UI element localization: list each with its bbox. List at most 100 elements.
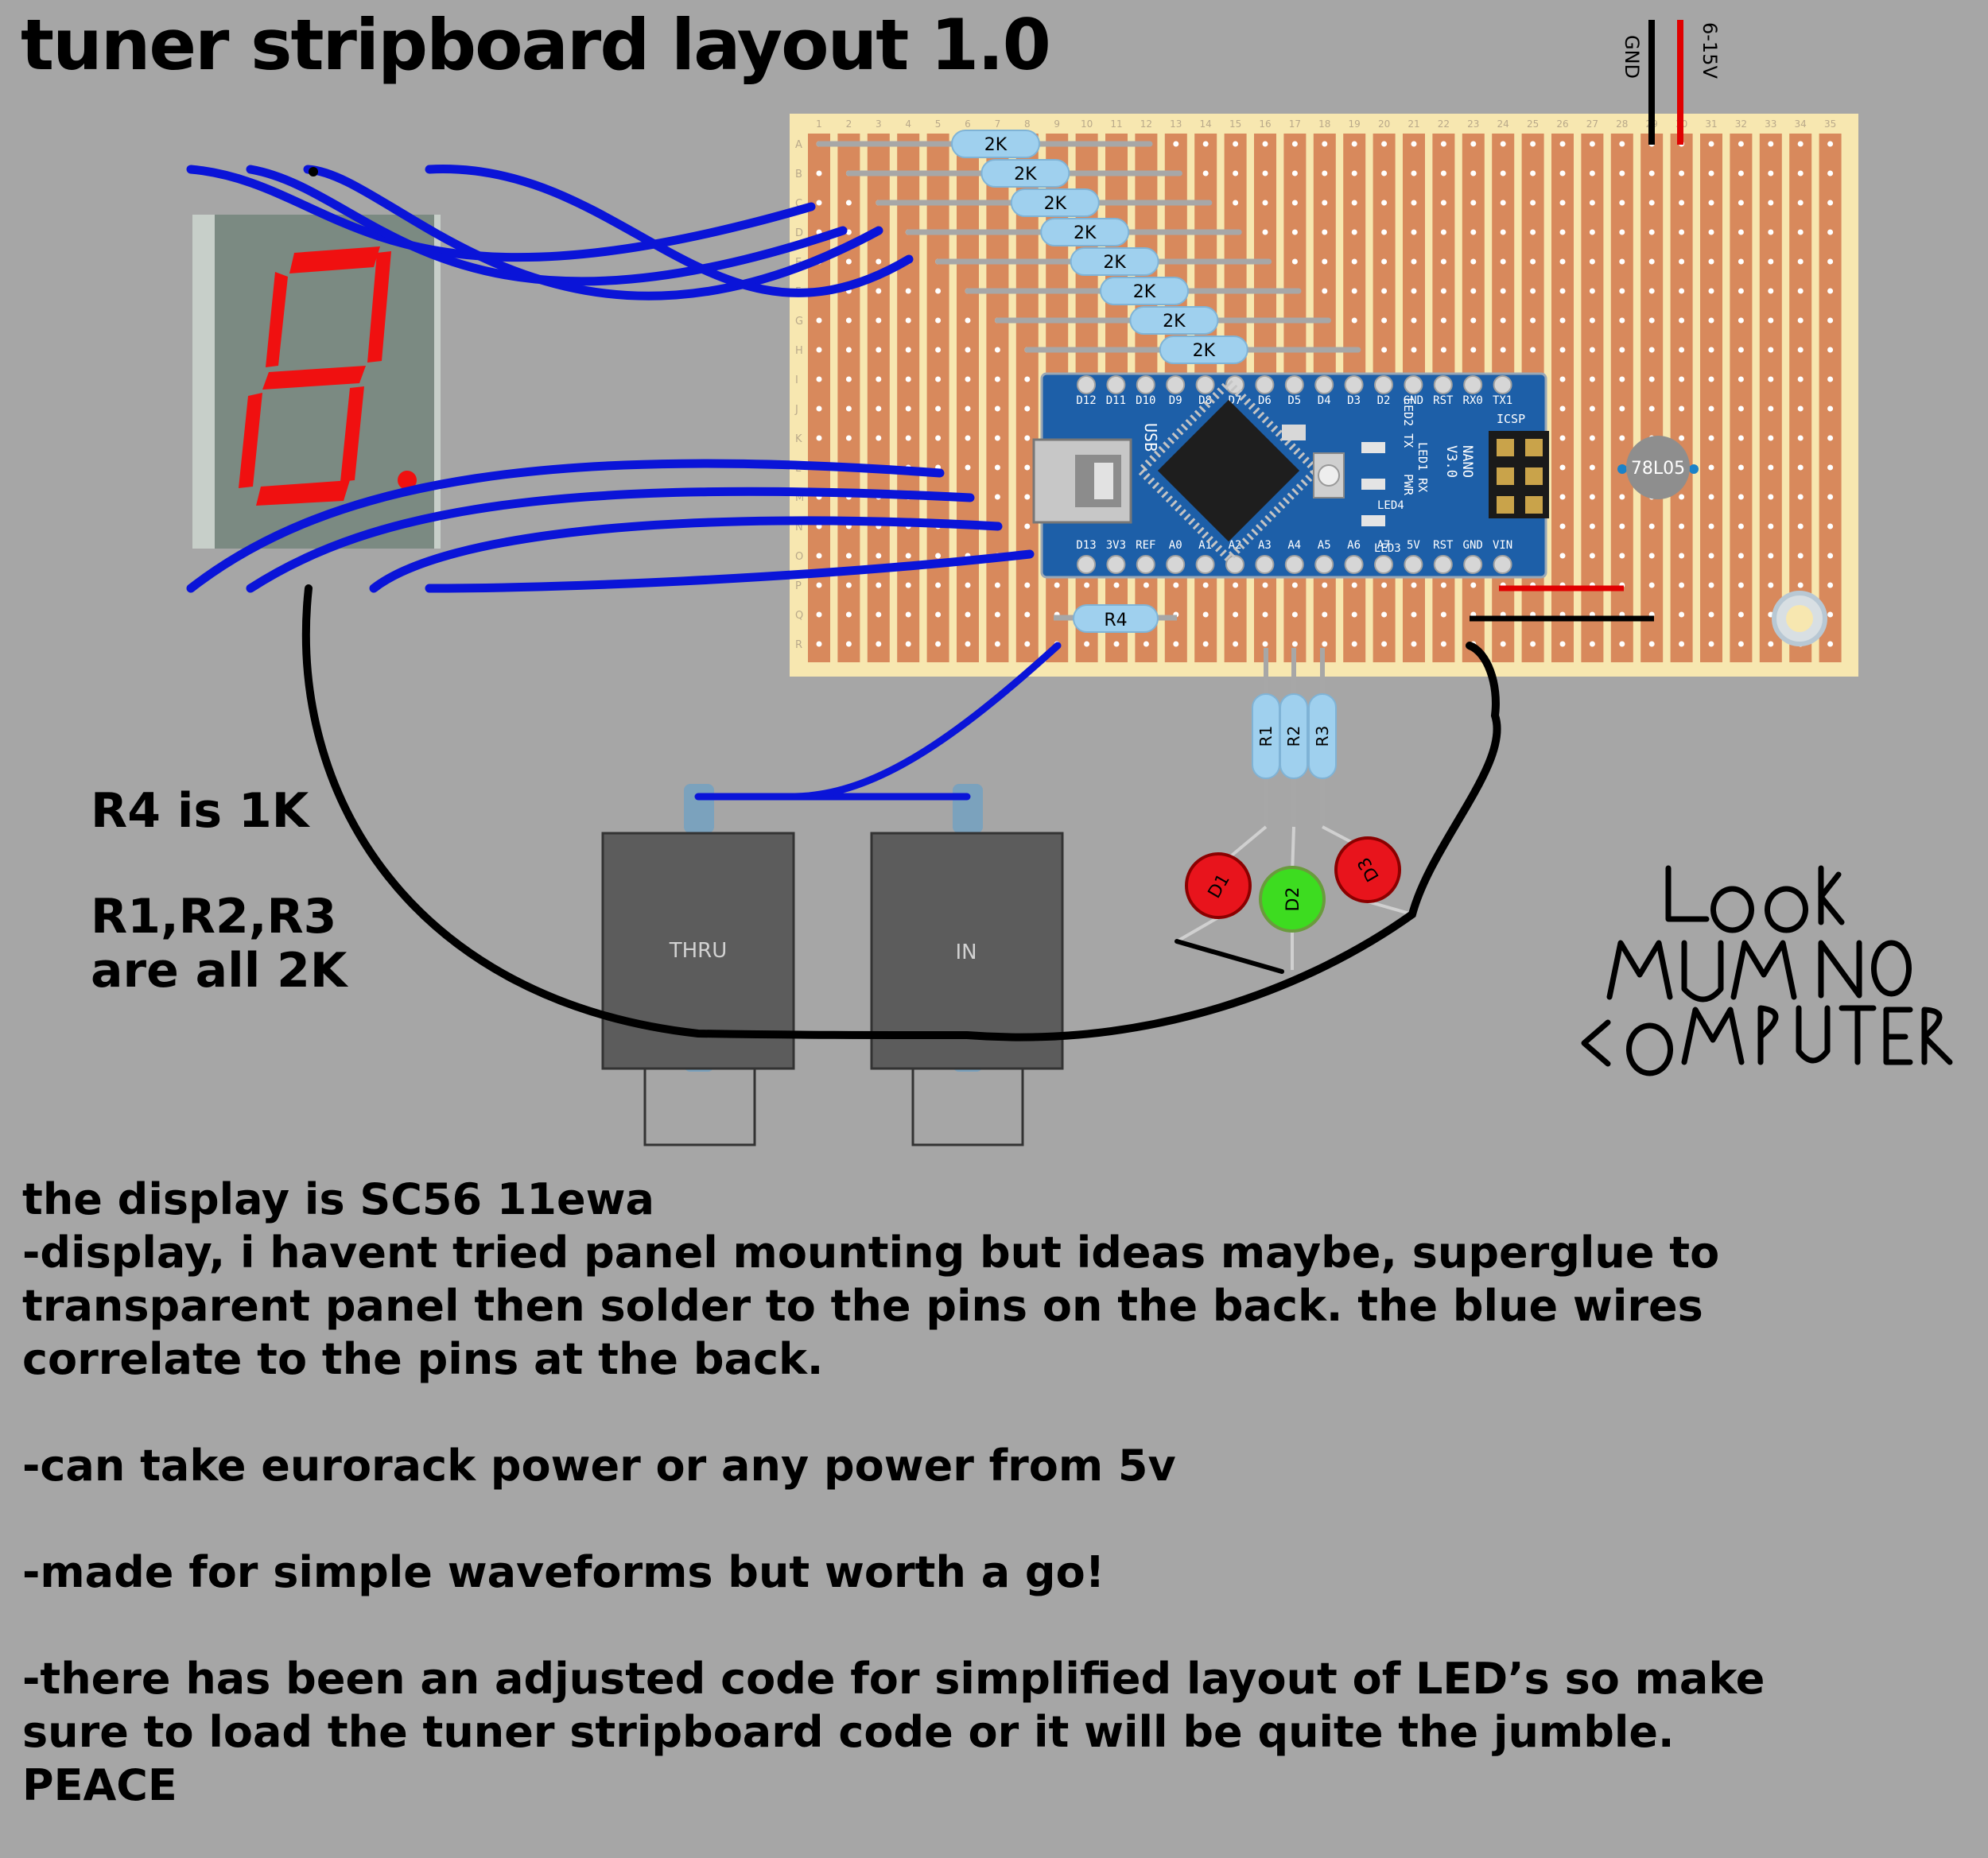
jack-in: IN [870,784,1064,1146]
hole [1768,347,1774,353]
column-label: 20 [1378,118,1390,130]
hole [1440,611,1446,618]
nano-pad [1106,555,1126,574]
hole [1679,523,1685,529]
display-segments [239,246,417,506]
hole [1559,376,1566,382]
jack-lug [953,784,983,833]
hole [1381,258,1388,265]
hole [1827,258,1834,265]
hole [1233,200,1239,206]
hole [1202,582,1209,588]
hole [905,611,911,618]
icsp-pin [1525,496,1543,514]
hole [1322,200,1328,206]
hole [1738,611,1744,618]
resistor-label: 2K [1044,194,1067,214]
hole [1351,170,1357,176]
copper-strip [1015,134,1039,662]
segment [256,480,350,506]
segment [289,246,380,273]
seven-segment-display [192,215,441,549]
led-lead [1176,916,1219,943]
hole [1559,317,1566,324]
hole [1291,641,1298,647]
hole [1322,288,1328,294]
hole [1827,641,1834,647]
jack-label: THRU [669,939,728,963]
hole [1827,494,1834,500]
hole [1559,258,1566,265]
hole [1619,376,1625,382]
hole [1648,200,1655,206]
hole [1648,582,1655,588]
hole [1797,141,1804,147]
nano-pin-label: A7 [1377,539,1391,552]
hole [1797,435,1804,441]
hole [1648,405,1655,412]
column-label: 13 [1170,118,1182,130]
voltage-regulator: 78L05 [1617,436,1699,499]
nano-pin-label: D4 [1318,394,1331,407]
column-label: 34 [1795,118,1807,130]
hole [1381,582,1388,588]
text-line: -can take eurorack power or any power fr… [22,1441,1176,1491]
hole [1827,229,1834,235]
copper-strip [897,134,920,662]
column-label: 6 [965,118,971,130]
hole [845,553,852,559]
column-label: 27 [1586,118,1598,130]
hole [1648,317,1655,324]
hole [1024,641,1031,647]
hole [965,464,971,471]
resistor-2k [1070,247,1159,276]
copper-strip [1730,134,1753,662]
row-label: R [795,639,802,651]
hole [1738,464,1744,471]
nano-pin-label: D13 [1076,539,1096,552]
jack-bushing [643,1067,756,1146]
nano-pad [1463,555,1483,574]
hole [1797,464,1804,471]
hole [876,553,882,559]
hole [1619,170,1625,176]
led-d3 [1334,836,1401,903]
onboard-led [1361,442,1385,453]
column-label: 31 [1705,118,1717,130]
hole [1202,170,1209,176]
hole [1589,405,1595,412]
onboard-led [1361,479,1385,490]
hole [1024,405,1031,412]
resistor-body [1308,693,1337,779]
hole [1738,376,1744,382]
text-line: -there has been an adjusted code for sim… [22,1654,1765,1704]
nano-pad [1463,375,1483,394]
hole [1648,523,1655,529]
hole [994,611,1000,618]
hole [1738,141,1744,147]
nano-pin-label: REF [1136,539,1155,552]
hole [1500,258,1506,265]
hole [1024,435,1031,441]
hole [1708,229,1714,235]
hole [845,405,852,412]
hole [905,405,911,412]
crystal [1282,425,1306,440]
hole [1530,288,1536,294]
hole [1768,317,1774,324]
hole [1797,582,1804,588]
column-label: 7 [995,118,1001,130]
hole [1262,611,1268,618]
hole [1411,229,1417,235]
row-label: M [795,492,804,504]
hole [1768,553,1774,559]
hole [1797,347,1804,353]
hole [876,347,882,353]
hole [1291,200,1298,206]
hole [1679,200,1685,206]
description-text: the display is SC56 11ewa-display, i hav… [22,1173,1971,1812]
gnd-label: GND [1621,35,1643,79]
hole [965,641,971,647]
hole [994,435,1000,441]
